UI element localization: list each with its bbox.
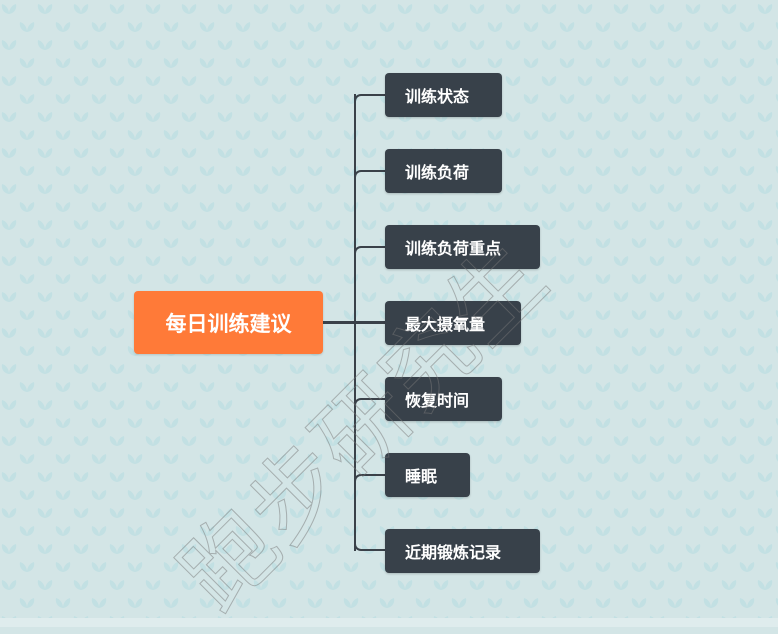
node-vo2max[interactable]: 最大摄氧量 xyxy=(385,301,521,345)
node-label: 恢复时间 xyxy=(405,391,470,410)
connector-branch-5 xyxy=(354,398,385,406)
connector-branch-1 xyxy=(354,94,385,102)
node-label: 睡眠 xyxy=(405,467,438,486)
connector-branch-6 xyxy=(354,474,385,482)
node-recovery-time[interactable]: 恢复时间 xyxy=(385,377,502,421)
connector-branch-7 xyxy=(354,543,385,551)
node-training-load-focus[interactable]: 训练负荷重点 xyxy=(385,225,540,269)
root-node[interactable]: 每日训练建议 xyxy=(134,291,323,354)
node-training-load[interactable]: 训练负荷 xyxy=(385,149,502,193)
connector-root-stem xyxy=(323,321,385,324)
node-label: 训练状态 xyxy=(405,87,470,106)
connector-branch-3 xyxy=(354,246,385,254)
bottom-strip xyxy=(0,618,778,627)
connector-branch-2 xyxy=(354,170,385,178)
node-label: 近期锻炼记录 xyxy=(405,543,502,562)
root-node-label: 每日训练建议 xyxy=(165,311,292,336)
node-training-status[interactable]: 训练状态 xyxy=(385,73,502,117)
node-label: 训练负荷 xyxy=(405,163,470,182)
node-recent-workouts[interactable]: 近期锻炼记录 xyxy=(385,529,540,573)
node-sleep[interactable]: 睡眠 xyxy=(385,453,470,497)
node-label: 训练负荷重点 xyxy=(405,239,502,258)
node-label: 最大摄氧量 xyxy=(405,315,486,334)
